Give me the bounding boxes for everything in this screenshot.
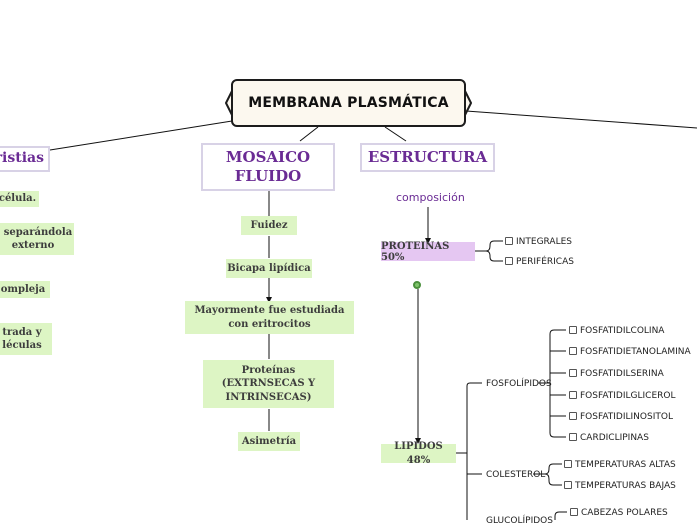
left-item-2-text: a separándola externo: [0, 226, 73, 252]
fosfolipido-item-5[interactable]: FOSFATIDILINOSITOL: [569, 412, 673, 422]
left-item-4-text: trada y léculas: [2, 326, 42, 352]
glucolipidos-label: GLUCOLÍPIDOS: [486, 516, 553, 526]
left-item-3[interactable]: ompleja: [0, 281, 50, 298]
root-node[interactable]: MEMBRANA PLASMÁTICA: [231, 79, 466, 127]
left-item-3-text: ompleja: [0, 283, 46, 295]
mosaico-item-fuidez[interactable]: Fuidez: [241, 216, 297, 235]
colesterol-label: COLESTEROL: [486, 470, 546, 480]
mosaico-item-asimetria-text: Asimetría: [241, 435, 297, 447]
fosfolipido-item-6[interactable]: CARDICLIPINAS: [569, 433, 649, 443]
glucolipido-item-1[interactable]: CABEZAS POLARES: [570, 508, 668, 518]
proteina-integrales[interactable]: INTEGRALES: [505, 237, 572, 247]
proteina-perifericas[interactable]: PERIFÉRICAS: [505, 257, 574, 267]
checkbox-icon: [564, 460, 572, 468]
root-title: MEMBRANA PLASMÁTICA: [248, 95, 449, 111]
fosfolipidos-label: FOSFOLÍPIDOS: [486, 379, 552, 389]
fosfolipido-item-2-text: FOSFATIDIETANOLAMINA: [580, 347, 691, 357]
fosfolipido-item-1[interactable]: FOSFATIDILCOLINA: [569, 326, 664, 336]
checkbox-icon: [569, 391, 577, 399]
topic-mosaico-fluido-title: MOSAICO FLUIDO: [225, 148, 311, 185]
checkbox-icon: [569, 433, 577, 441]
checkbox-icon: [569, 326, 577, 334]
fosfolipidos-node[interactable]: FOSFOLÍPIDOS: [486, 379, 552, 389]
checkbox-icon: [569, 369, 577, 377]
connector-handle-icon[interactable]: [413, 281, 421, 289]
mosaico-item-eritrocitos-text: Mayormente fue estudiada con eritrocitos: [194, 305, 345, 330]
left-item-1-text: célula.: [0, 193, 37, 205]
checkbox-icon: [570, 508, 578, 516]
fosfolipido-item-3[interactable]: FOSFATIDILSERINA: [569, 369, 664, 379]
mosaico-item-eritrocitos[interactable]: Mayormente fue estudiada con eritrocitos: [185, 301, 354, 334]
fosfolipido-item-6-text: CARDICLIPINAS: [580, 433, 649, 443]
mosaico-item-bicapa[interactable]: Bicapa lipídica: [226, 259, 312, 278]
topic-mosaico-fluido[interactable]: MOSAICO FLUIDO: [201, 143, 335, 191]
fosfolipido-item-4-text: FOSFATIDILGLICEROL: [580, 391, 676, 401]
composicion-label: composición: [396, 191, 465, 204]
colesterol-item-2-text: TEMPERATURAS BAJAS: [575, 481, 676, 491]
glucolipido-item-1-text: CABEZAS POLARES: [581, 508, 668, 518]
mosaico-item-bicapa-text: Bicapa lipídica: [227, 262, 311, 274]
fosfolipido-item-1-text: FOSFATIDILCOLINA: [580, 326, 665, 336]
lipidos-node[interactable]: LIPIDOS 48%: [381, 441, 456, 466]
fosfolipido-item-2[interactable]: FOSFATIDIETANOLAMINA: [569, 347, 691, 357]
left-item-2[interactable]: a separándola externo: [0, 223, 74, 255]
proteina-perifericas-text: PERIFÉRICAS: [516, 257, 574, 267]
proteinas-node[interactable]: PROTEINAS 50%: [381, 240, 475, 263]
checkbox-icon: [505, 257, 513, 265]
checkbox-icon: [569, 412, 577, 420]
topic-estructura[interactable]: ESTRUCTURA: [360, 143, 495, 172]
fosfolipido-item-5-text: FOSFATIDILINOSITOL: [580, 412, 673, 422]
checkbox-icon: [569, 347, 577, 355]
checkbox-icon: [564, 481, 572, 489]
topic-estructura-title: ESTRUCTURA: [367, 148, 488, 167]
checkbox-icon: [505, 237, 513, 245]
fosfolipido-item-4[interactable]: FOSFATIDILGLICEROL: [569, 391, 676, 401]
lipidos-label: LIPIDOS 48%: [394, 441, 443, 466]
left-item-1[interactable]: célula.: [0, 191, 39, 207]
glucolipidos-node[interactable]: GLUCOLÍPIDOS: [486, 516, 553, 526]
mosaico-item-asimetria[interactable]: Asimetría: [238, 432, 300, 451]
mosaico-item-fuidez-text: Fuidez: [250, 219, 288, 231]
fosfolipido-item-3-text: FOSFATIDILSERINA: [580, 369, 664, 379]
proteina-integrales-text: INTEGRALES: [516, 237, 573, 247]
colesterol-item-2[interactable]: TEMPERATURAS BAJAS: [564, 481, 676, 491]
topic-caracteristicas[interactable]: ristias: [0, 146, 50, 172]
mosaico-item-proteinas[interactable]: Proteínas (EXTRNSECAS Y INTRINSECAS): [203, 360, 334, 408]
colesterol-item-1-text: TEMPERATURAS ALTAS: [575, 460, 676, 470]
colesterol-node[interactable]: COLESTEROL: [486, 470, 545, 480]
topic-caracteristicas-title: ristias: [0, 150, 44, 167]
proteinas-label: PROTEINAS 50%: [381, 240, 450, 263]
left-item-4[interactable]: trada y léculas: [0, 323, 52, 355]
mosaico-item-proteinas-text: Proteínas (EXTRNSECAS Y INTRINSECAS): [221, 364, 316, 403]
colesterol-item-1[interactable]: TEMPERATURAS ALTAS: [564, 460, 676, 470]
